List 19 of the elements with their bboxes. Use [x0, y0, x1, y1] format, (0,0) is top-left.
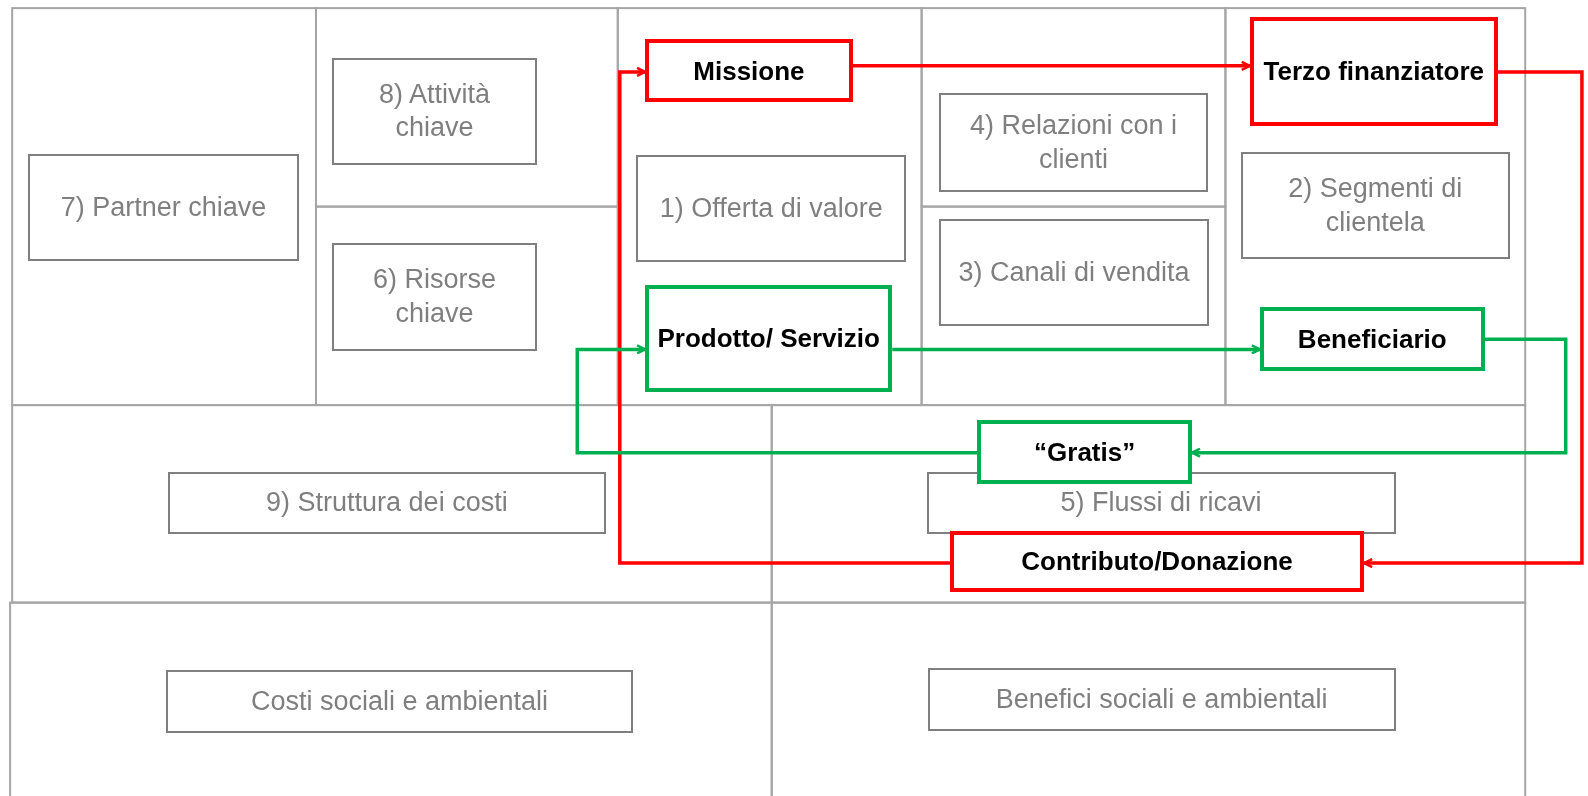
- flow-box: Contributo/Donazione: [949, 530, 1365, 593]
- canvas-block-label: 4) Relazioni con i clienti: [938, 93, 1209, 193]
- arrow: [852, 60, 1251, 72]
- canvas-block-label: 7) Partner chiave: [28, 153, 299, 262]
- flow-box: Terzo finanziatore: [1249, 17, 1498, 126]
- canvas-block-label: 1) Offerta di valore: [636, 154, 907, 263]
- arrow: [618, 66, 950, 565]
- canvas-block-label: 9) Struttura dei costi: [168, 471, 606, 534]
- canvas-block-label: Benefici sociali e ambientali: [927, 668, 1396, 732]
- flow-box: Prodotto/ Servizio: [645, 284, 893, 392]
- canvas-block-label: 3) Canali di vendita: [938, 218, 1210, 327]
- flow-box: Beneficiario: [1259, 306, 1485, 371]
- canvas-block-label: Costi sociali e ambientali: [166, 670, 633, 734]
- canvas-block-label: 6) Risorse chiave: [332, 243, 537, 352]
- canvas-block-label: 2) Segmenti di clientela: [1240, 151, 1510, 260]
- flow-box: Missione: [645, 39, 853, 103]
- canvas-block-label: 8) Attività chiave: [332, 57, 537, 166]
- flow-box: “Gratis”: [977, 420, 1192, 485]
- arrow: [575, 344, 978, 455]
